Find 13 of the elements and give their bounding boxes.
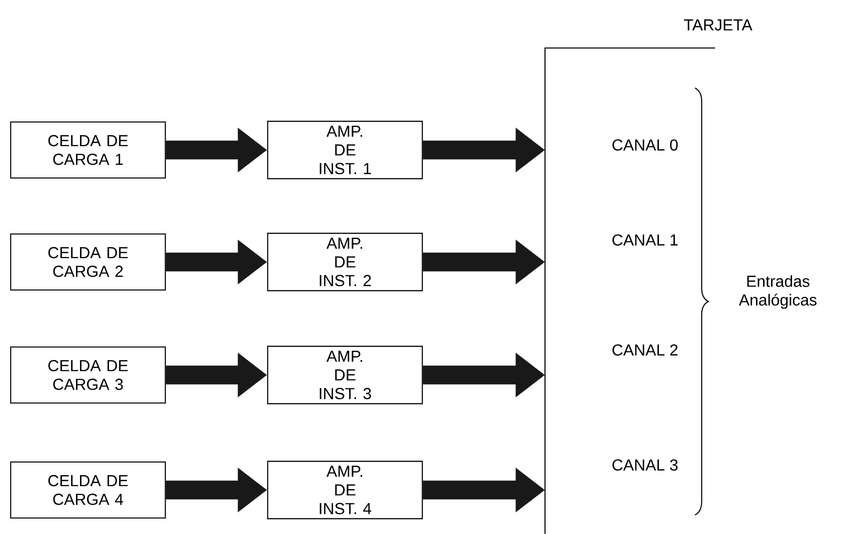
process-box: CELDA DE CARGA 2 — [10, 233, 166, 291]
process-box: AMP. DE INST. 3 — [267, 346, 423, 404]
brace-label: Entradas Analógicas — [738, 275, 817, 309]
channel-label: CANAL 2 — [612, 344, 678, 356]
channel-label: CANAL 0 — [612, 139, 678, 151]
process-box: AMP. DE INST. 1 — [267, 120, 423, 180]
channel-label: CANAL 3 — [612, 459, 678, 471]
channel-label: CANAL 1 — [612, 234, 678, 246]
process-box: AMP. DE INST. 4 — [267, 460, 423, 520]
process-box: CELDA DE CARGA 1 — [10, 121, 166, 179]
process-box: AMP. DE INST. 2 — [267, 232, 423, 292]
process-box: CELDA DE CARGA 4 — [10, 461, 166, 519]
process-box: CELDA DE CARGA 3 — [10, 346, 166, 404]
